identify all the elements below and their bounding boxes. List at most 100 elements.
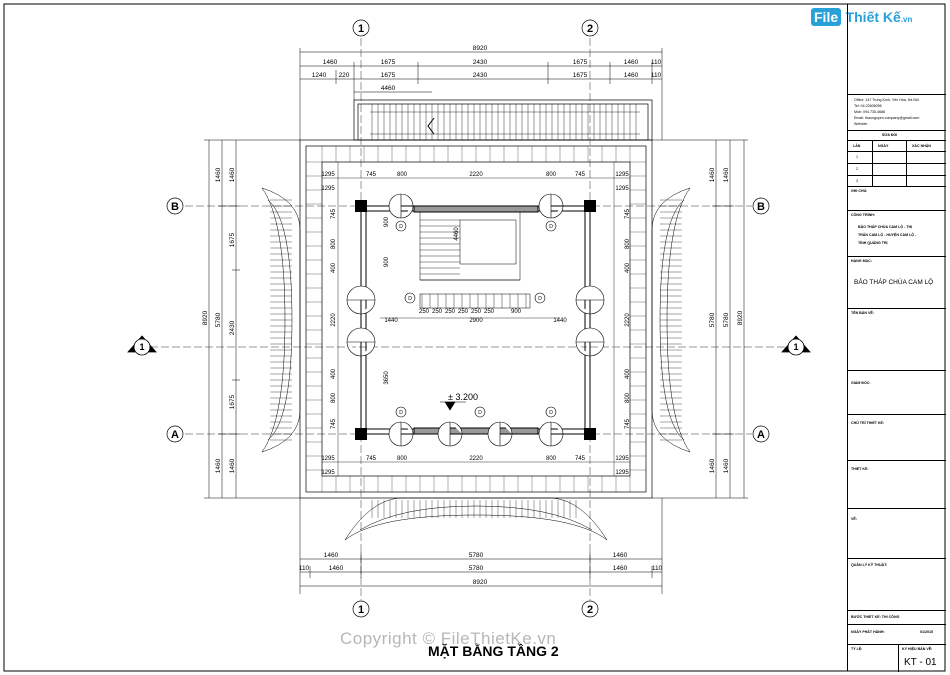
grid-axis-labels: 1 2 1 2 B B A A (171, 23, 765, 616)
tb-revision-table: LẦN NGÀY XÁC NHẬN 1 2 3 (848, 140, 946, 187)
svg-text:1460: 1460 (324, 552, 339, 559)
svg-text:745: 745 (331, 208, 337, 219)
right-dim-text: 1460 5780 1460 1460 5780 1460 8920 (709, 167, 744, 473)
svg-text:1460: 1460 (229, 458, 236, 473)
rev-row: 2 (856, 167, 858, 171)
logo-name: Thiết Kế (845, 9, 901, 25)
svg-text:1460: 1460 (709, 458, 716, 473)
door-swing (538, 193, 564, 219)
tb-design: THIẾT KẾ: (848, 460, 946, 509)
door-tag-circle (534, 292, 546, 304)
tb-item: HẠNG MỤC: BẢO THÁP CHÙA CAM LỘ (848, 256, 946, 309)
contact-mob: Mob: 094.735.4688 (854, 110, 885, 114)
svg-text:1460: 1460 (215, 458, 222, 473)
item-label: HẠNG MỤC: (851, 259, 872, 263)
design-label: THIẾT KẾ: (851, 467, 869, 471)
roof-eave-bottom (344, 497, 608, 541)
logo-suffix: .vn (900, 15, 913, 24)
svg-text:1295: 1295 (615, 186, 629, 192)
door-tag-circle (545, 220, 557, 232)
svg-text:745: 745 (575, 456, 586, 462)
left-dimensions (204, 139, 300, 499)
tb-director: GIÁM ĐỐC: (848, 370, 946, 415)
top-dimensions (299, 48, 663, 140)
svg-text:8920: 8920 (473, 579, 488, 586)
svg-text:1460: 1460 (229, 167, 236, 182)
svg-text:5780: 5780 (469, 565, 484, 572)
svg-text:800: 800 (331, 392, 337, 403)
bottom-dimensions (299, 498, 663, 594)
svg-text:250: 250 (432, 309, 443, 315)
revision-title: SỬA ĐỔI (882, 133, 898, 137)
svg-text:1440: 1440 (553, 318, 567, 324)
phase-label: BƯỚC THIẾT KẾ: THI CÔNG (851, 615, 900, 619)
door-swing (437, 421, 463, 447)
svg-text:1460: 1460 (723, 167, 730, 182)
eave-hatch (270, 199, 682, 518)
date-label: NGÀY PHÁT HÀNH: (851, 630, 885, 634)
svg-text:1460: 1460 (613, 565, 628, 572)
svg-text:1460: 1460 (329, 565, 344, 572)
tb-logo-area (848, 4, 946, 94)
svg-text:250: 250 (419, 309, 430, 315)
svg-text:800: 800 (546, 172, 557, 178)
svg-text:8920: 8920 (202, 310, 209, 325)
door-tag-label: D (399, 224, 403, 230)
draw-label: VẼ: (851, 517, 857, 521)
top-dim-text: 8920 1460 1675 2430 1675 1460 110 1240 2… (312, 45, 662, 92)
svg-text:1295: 1295 (615, 470, 629, 476)
svg-text:1460: 1460 (613, 552, 628, 559)
svg-text:745: 745 (366, 456, 377, 462)
axis-b-left: B (171, 201, 179, 213)
svg-text:745: 745 (625, 418, 631, 429)
door-tag-label: D (538, 296, 542, 302)
axis-2-bottom: 2 (587, 604, 593, 616)
elevation-marker (440, 401, 466, 411)
stair-dim-text: 4460 900 900 250 250 250 250 250 250 900… (384, 216, 567, 384)
svg-text:110: 110 (652, 565, 663, 572)
axis-a-right: A (757, 429, 765, 441)
door-swing (538, 421, 564, 447)
svg-text:800: 800 (625, 392, 631, 403)
stair-direction-arrow (427, 117, 435, 135)
tb-phase: BƯỚC THIẾT KẾ: THI CÔNG (848, 610, 946, 625)
svg-text:2430: 2430 (473, 72, 488, 79)
svg-text:250: 250 (471, 309, 482, 315)
svg-text:250: 250 (445, 309, 456, 315)
door-tag-label: D (399, 410, 403, 416)
rev-col-date: NGÀY (878, 144, 889, 148)
svg-text:220: 220 (339, 72, 350, 79)
rev-col-times: LẦN (853, 144, 861, 148)
svg-text:1460: 1460 (723, 458, 730, 473)
door-swing (346, 285, 376, 315)
axis-b-right: B (757, 201, 765, 213)
section-label-right: 1 (793, 342, 798, 352)
grid-axes (150, 19, 795, 618)
svg-text:745: 745 (331, 418, 337, 429)
columns (355, 200, 596, 440)
svg-text:1675: 1675 (381, 59, 396, 66)
contact-website: Website: (854, 122, 868, 126)
watermark-text: Copyright © FileThietKe.vn (340, 629, 557, 648)
svg-text:745: 745 (366, 172, 377, 178)
director-label: GIÁM ĐỐC: (851, 381, 871, 385)
project-line: BẢO THÁP CHÙA CAM LỘ - THỊ (858, 225, 913, 229)
svg-text:800: 800 (397, 172, 408, 178)
svg-text:5780: 5780 (215, 312, 222, 327)
rev-row: 1 (856, 155, 858, 159)
stair-steps (420, 219, 527, 308)
svg-text:110: 110 (651, 72, 662, 79)
roof-tile-grid (306, 146, 646, 492)
project-label: CÔNG TRÌNH: (851, 213, 875, 217)
svg-text:5780: 5780 (469, 552, 484, 559)
svg-text:2220: 2220 (469, 456, 483, 462)
filethietke-logo: File Thiết Kế.vn (811, 8, 931, 38)
logo-brand: File (811, 8, 842, 26)
door-swing (575, 327, 605, 357)
tb-revision-header: SỬA ĐỔI (848, 130, 946, 141)
svg-text:250: 250 (458, 309, 469, 315)
svg-text:4460: 4460 (454, 227, 460, 241)
door-swing (346, 327, 376, 357)
